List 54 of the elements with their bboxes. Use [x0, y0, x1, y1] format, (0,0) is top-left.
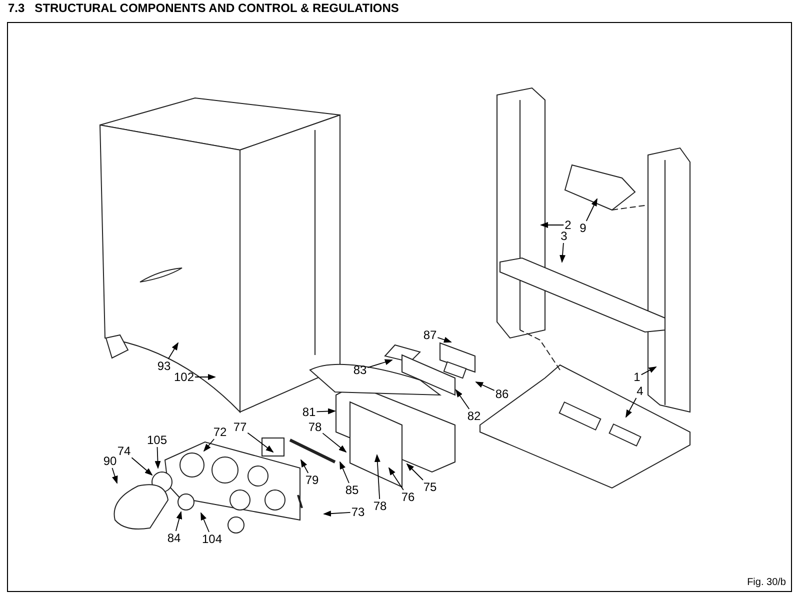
- leader-line: [586, 198, 598, 222]
- figure-number: Fig. 30/b: [747, 577, 786, 588]
- leader-line: [340, 461, 350, 484]
- callout-number: 90: [103, 454, 117, 468]
- leader-line: [154, 446, 161, 469]
- leader-line: [374, 454, 380, 500]
- leader-line: [437, 336, 452, 343]
- leader-line: [131, 457, 153, 476]
- leader-line: [475, 382, 495, 391]
- callout-number: 102: [174, 370, 194, 384]
- callout-number: 75: [423, 480, 437, 494]
- leader-line: [175, 511, 182, 532]
- leader-line: [388, 467, 404, 490]
- callout-number: 2: [564, 218, 572, 232]
- callout-number: 81: [302, 405, 316, 419]
- leader-line: [247, 432, 274, 453]
- leader-line: [455, 389, 470, 410]
- callout-number: 84: [167, 531, 181, 545]
- leader-line: [406, 463, 424, 480]
- leader-line: [626, 398, 637, 418]
- page-title: 7.3 STRUCTURAL COMPONENTS AND CONTROL & REGULATIONS: [8, 1, 399, 15]
- callout-number: 86: [495, 387, 509, 401]
- leader-line: [367, 359, 393, 368]
- leader-line: [322, 432, 347, 453]
- leader-line: [300, 459, 309, 474]
- leader-line: [640, 366, 657, 376]
- callout-number: 73: [351, 505, 365, 519]
- callout-number: 76: [401, 490, 415, 504]
- callout-number: 87: [423, 328, 437, 342]
- callout-number: 72: [213, 425, 227, 439]
- callout-number: 74: [117, 444, 131, 458]
- leader-line: [203, 438, 215, 452]
- leader-line: [200, 512, 210, 532]
- callout-number: 79: [305, 473, 319, 487]
- leader-line: [540, 222, 564, 228]
- callout-number: 4: [636, 384, 644, 398]
- callout-number: 82: [467, 409, 481, 423]
- leader-line: [112, 468, 118, 484]
- callout-number: 1: [634, 370, 640, 384]
- callout-number: 105: [146, 433, 168, 447]
- callout-number: 77: [233, 420, 247, 434]
- callout-number: 104: [202, 532, 222, 546]
- callout-number: 83: [353, 363, 367, 377]
- callout-number: 78: [308, 420, 322, 434]
- callout-number: 85: [345, 483, 359, 497]
- leader-line: [560, 242, 566, 263]
- leader-line: [316, 408, 336, 414]
- callout-number: 3: [560, 229, 568, 243]
- callout-number: 9: [580, 221, 586, 235]
- leader-line: [168, 342, 179, 360]
- callout-number: 93: [157, 359, 171, 373]
- leader-line: [323, 510, 351, 517]
- callout-number: 78: [373, 499, 387, 513]
- leader-line: [194, 374, 216, 380]
